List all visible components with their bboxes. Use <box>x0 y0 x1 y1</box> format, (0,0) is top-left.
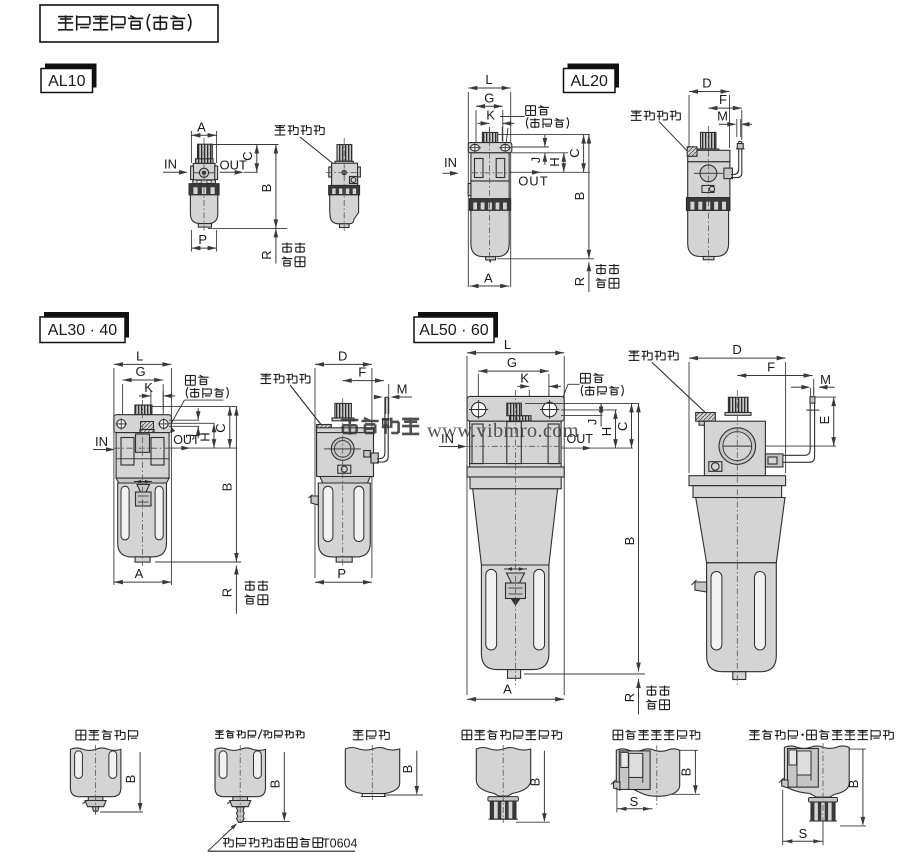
svg-text:C: C <box>213 423 228 432</box>
svg-text:R: R <box>220 588 235 597</box>
svg-text:IN: IN <box>444 155 457 170</box>
svg-text:OUT: OUT <box>220 158 248 173</box>
svg-text:AL10: AL10 <box>48 73 85 90</box>
svg-text:P: P <box>337 566 346 581</box>
svg-text:B: B <box>220 483 235 492</box>
svg-text:B: B <box>400 765 415 774</box>
svg-text:F: F <box>358 365 366 380</box>
svg-text:OUT: OUT <box>518 174 548 189</box>
svg-text:B: B <box>123 775 138 784</box>
svg-text:AL20: AL20 <box>571 73 608 90</box>
svg-text:J: J <box>184 434 198 440</box>
svg-text:F: F <box>719 92 727 107</box>
svg-text:K: K <box>520 370 529 385</box>
svg-text:A: A <box>135 566 144 581</box>
svg-text:H: H <box>599 427 614 436</box>
svg-text:B: B <box>259 184 274 193</box>
svg-text:J: J <box>586 419 600 425</box>
svg-text:www.vibmro.com: www.vibmro.com <box>427 420 579 442</box>
svg-text:J: J <box>529 157 543 163</box>
svg-text:D: D <box>338 348 347 363</box>
svg-text:B: B <box>622 537 637 546</box>
svg-text:D: D <box>732 342 741 357</box>
svg-text:F: F <box>767 360 775 375</box>
svg-text:C: C <box>567 148 582 157</box>
svg-text:C: C <box>615 422 630 431</box>
svg-text:H: H <box>547 157 562 166</box>
svg-text:G: G <box>507 355 517 370</box>
svg-text:R: R <box>259 250 274 259</box>
svg-text:R: R <box>622 693 637 702</box>
svg-text:OUT: OUT <box>567 432 594 446</box>
svg-text:D: D <box>702 76 711 91</box>
svg-text:IN: IN <box>164 157 177 172</box>
svg-text:L: L <box>504 337 511 352</box>
svg-text:S: S <box>630 794 639 809</box>
svg-text:A: A <box>503 682 512 697</box>
svg-text:R: R <box>572 277 587 286</box>
svg-text:A: A <box>197 120 206 135</box>
svg-text:M: M <box>820 372 831 387</box>
svg-text:B: B <box>846 780 861 789</box>
svg-text:C: C <box>240 151 255 160</box>
svg-text:IN: IN <box>441 431 454 446</box>
svg-text:K: K <box>144 380 153 395</box>
svg-text:OUT: OUT <box>173 433 200 447</box>
svg-text:L: L <box>485 72 492 87</box>
svg-text:E: E <box>817 415 832 424</box>
svg-text:G: G <box>135 364 145 379</box>
svg-text:H: H <box>197 432 212 441</box>
svg-text:T0604: T0604 <box>322 837 357 851</box>
svg-text:L: L <box>136 348 143 363</box>
svg-text:M: M <box>397 382 408 397</box>
svg-text:B: B <box>267 780 282 789</box>
svg-text:S: S <box>799 826 808 841</box>
svg-text:A: A <box>484 270 493 285</box>
svg-text:P: P <box>198 232 207 247</box>
svg-text:IN: IN <box>95 434 108 449</box>
svg-text:B: B <box>679 768 694 777</box>
svg-text:B: B <box>528 778 543 787</box>
svg-text:K: K <box>486 108 495 123</box>
svg-text:AL50 · 60: AL50 · 60 <box>419 322 488 339</box>
svg-text:G: G <box>484 90 494 105</box>
svg-text:AL30 · 40: AL30 · 40 <box>48 322 117 339</box>
svg-text:M: M <box>717 109 728 124</box>
svg-text:B: B <box>572 192 587 201</box>
